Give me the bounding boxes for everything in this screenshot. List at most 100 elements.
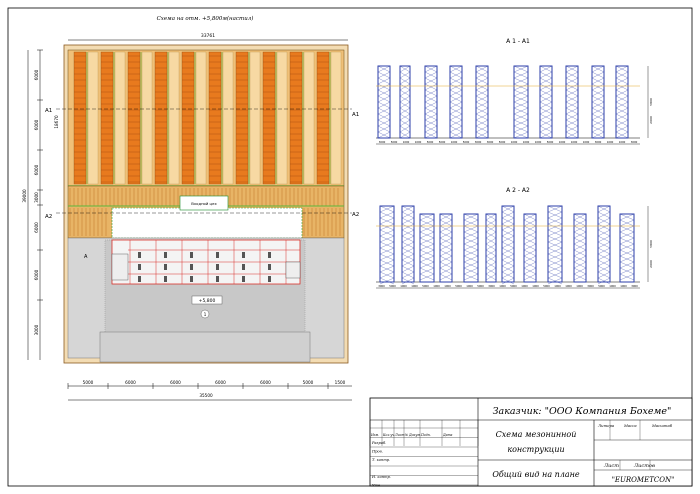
rack-frame — [501, 205, 515, 283]
rack-brace — [591, 119, 605, 127]
red-grid-item — [242, 264, 245, 270]
rack-brace — [501, 223, 515, 231]
rack-brace — [573, 231, 587, 239]
rack-brace — [485, 273, 497, 281]
drawing-name-line1: Схема мезонинной — [496, 430, 577, 439]
rack-brace — [379, 217, 395, 225]
rack-brace — [597, 241, 611, 249]
rack-brace — [475, 131, 489, 139]
rack-brace — [619, 273, 635, 281]
rack-brace — [424, 89, 438, 97]
rack-brace — [615, 119, 629, 127]
rack-brace — [539, 119, 553, 127]
rack-brace — [591, 113, 605, 121]
rack-brace — [379, 241, 395, 249]
rack-strip — [262, 51, 276, 185]
mezzanine-plan: Схема на отм. +5,800м(настил) 33761 Вход… — [22, 15, 359, 401]
section-dim-text: 3000 — [487, 140, 494, 144]
section-dim-text: 5000 — [543, 284, 550, 288]
rack-brace — [539, 113, 553, 121]
rack-brace — [619, 255, 635, 263]
rack-brace — [539, 89, 553, 97]
section-dim-text: 1000 — [415, 140, 422, 144]
cut-a2-left: A2 — [45, 214, 52, 220]
rack-brace — [565, 107, 579, 115]
rack-strip — [235, 51, 249, 185]
rack-brace — [615, 71, 629, 79]
rack-brace — [424, 107, 438, 115]
rack-brace — [615, 125, 629, 133]
rack-brace — [565, 113, 579, 121]
rack-brace — [573, 267, 587, 275]
left-dim-text: 3000 — [34, 324, 39, 335]
rack-brace — [424, 71, 438, 79]
rack-brace — [619, 249, 635, 257]
rack-brace — [501, 247, 515, 255]
rack-brace — [463, 225, 479, 233]
tb-col-header: № Докум. — [404, 433, 421, 437]
rack-brace — [513, 113, 529, 121]
rack-brace — [419, 261, 435, 269]
rack-brace — [547, 211, 563, 219]
rack-brace — [379, 235, 395, 243]
rack-brace — [615, 83, 629, 91]
rack-brace — [377, 89, 391, 97]
rack-brace — [377, 113, 391, 121]
rack-brace — [597, 205, 611, 213]
rack-brace — [565, 101, 579, 109]
arrow-a: A — [84, 254, 88, 260]
rack-brace — [449, 119, 463, 127]
rack-brace — [379, 253, 395, 261]
rack-brace — [573, 225, 587, 233]
rack-brace — [475, 89, 489, 97]
drawing-name-line2: конструкции — [507, 445, 564, 454]
rack-brace — [424, 101, 438, 109]
tb-col-header: Кол.уч. — [382, 433, 395, 437]
rack-brace — [475, 77, 489, 85]
rack-brace — [597, 217, 611, 225]
rack-strip — [73, 51, 87, 185]
rack-brace — [501, 253, 515, 261]
rack-brace — [485, 261, 497, 269]
rack-frame — [573, 213, 587, 283]
rack-brace — [547, 217, 563, 225]
rack-brace — [597, 253, 611, 261]
section-dim-text: 3000 — [488, 284, 495, 288]
rack-brace — [401, 247, 415, 255]
rack-brace — [401, 205, 415, 213]
rack-brace — [399, 95, 411, 103]
rack-brace — [539, 131, 553, 139]
section-dim-text: 1000 — [583, 140, 590, 144]
aisle-strip — [87, 51, 99, 185]
section-dim-text: 1000 — [523, 140, 530, 144]
red-shelving-grid — [111, 239, 301, 285]
rack-brace — [619, 219, 635, 227]
rack-brace — [449, 113, 463, 121]
section-dim-text: 1000 — [609, 284, 616, 288]
rack-strip — [289, 51, 303, 185]
rack-brace — [401, 223, 415, 231]
bottom-dim-text: 6000 — [125, 380, 136, 385]
rack-brace — [619, 231, 635, 239]
level-mark-box — [191, 295, 223, 305]
rack-brace — [475, 119, 489, 127]
rack-brace — [501, 265, 515, 273]
rack-brace — [439, 243, 453, 251]
plan-bottom-bay — [99, 331, 311, 363]
rack-brace — [547, 271, 563, 279]
rack-brace — [401, 217, 415, 225]
rack-brace — [377, 65, 391, 73]
section-dim-text: 1000 — [535, 140, 542, 144]
cut-a1-right: A1 — [352, 112, 359, 118]
rack-brace — [615, 95, 629, 103]
rack-frame — [449, 65, 463, 139]
rack-brace — [513, 83, 529, 91]
left-dim-text: 6000 — [34, 119, 39, 130]
rack-brace — [485, 267, 497, 275]
rack-brace — [615, 101, 629, 109]
rack-brace — [439, 231, 453, 239]
rack-brace — [523, 249, 537, 257]
staircase — [179, 195, 229, 211]
